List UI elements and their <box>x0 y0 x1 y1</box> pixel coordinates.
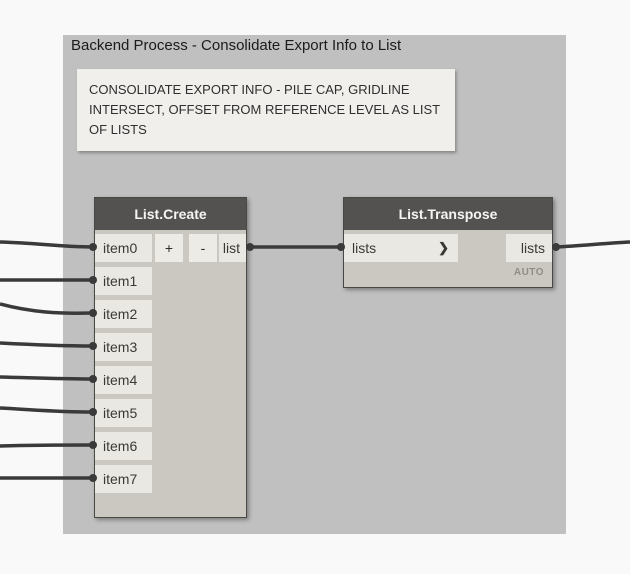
wire-lists-out[interactable] <box>555 240 630 249</box>
input-port-item1[interactable]: item1 <box>95 267 152 295</box>
input-port-item3[interactable]: item3 <box>95 333 152 361</box>
note-block[interactable]: CONSOLIDATE EXPORT INFO - PILE CAP, GRID… <box>77 69 455 151</box>
input-port-item7[interactable]: item7 <box>95 465 152 493</box>
input-port-item5[interactable]: item5 <box>95 399 152 427</box>
output-port-lists[interactable]: lists <box>506 234 552 262</box>
node-list-create[interactable]: List.Create item0 item1 item2 item3 item… <box>94 197 247 518</box>
input-port-lists[interactable]: lists ❯ <box>344 234 458 262</box>
input-port-item2[interactable]: item2 <box>95 300 152 328</box>
output-port-list[interactable]: list <box>219 234 246 262</box>
node-list-transpose-header[interactable]: List.Transpose <box>344 198 552 230</box>
group-title[interactable]: Backend Process - Consolidate Export Inf… <box>71 37 402 54</box>
input-port-lists-label: lists <box>352 240 377 256</box>
add-input-button[interactable]: + <box>155 234 183 262</box>
node-list-transpose[interactable]: List.Transpose lists ❯ lists AUTO <box>343 197 553 288</box>
remove-input-button[interactable]: - <box>189 234 217 262</box>
input-port-item6[interactable]: item6 <box>95 432 152 460</box>
input-port-item4[interactable]: item4 <box>95 366 152 394</box>
chevron-right-icon[interactable]: ❯ <box>438 240 449 255</box>
node-list-create-header[interactable]: List.Create <box>95 198 246 230</box>
input-port-item0[interactable]: item0 <box>95 234 152 262</box>
lacing-mode-label[interactable]: AUTO <box>513 267 544 278</box>
